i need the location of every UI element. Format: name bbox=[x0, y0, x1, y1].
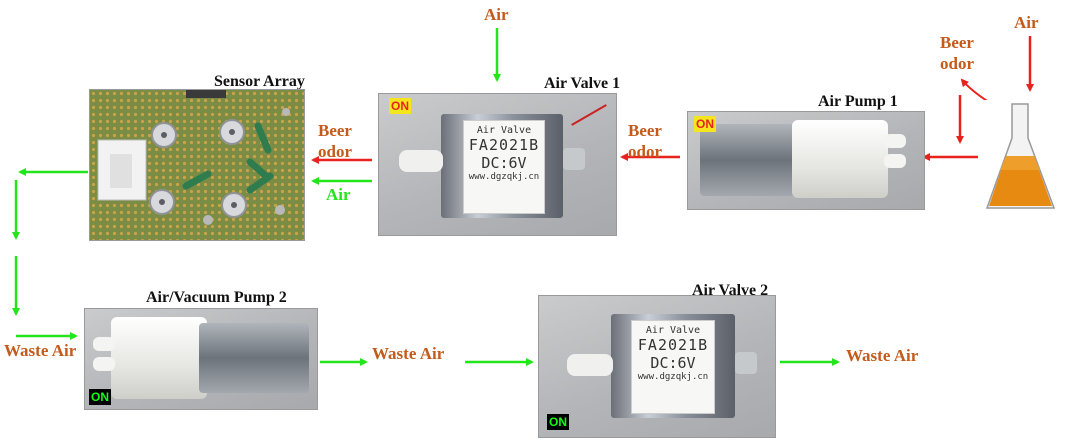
label-waste-air-right: Waste Air bbox=[846, 346, 919, 365]
valve-1-wire bbox=[571, 104, 607, 126]
valve-2-label: Air Valve FA2021B DC:6V www.dgzqkj.cn bbox=[631, 320, 715, 414]
label-waste-air-left: Waste Air bbox=[4, 341, 77, 360]
air-valve-2-title: Air Valve 2 bbox=[692, 282, 769, 299]
valve-1-nozzle bbox=[399, 150, 443, 172]
valve-2-on-badge: ON bbox=[547, 414, 569, 430]
erlenmeyer-flask-graphic bbox=[985, 103, 1056, 209]
sensor-array-photo bbox=[89, 89, 305, 241]
valve-1-plunger bbox=[563, 148, 585, 170]
valve-1-on-badge: ON bbox=[389, 98, 411, 114]
pump-1-port-b bbox=[884, 154, 906, 168]
air-pump-1-title: Air Pump 1 bbox=[818, 93, 898, 110]
sensor-array-title: Sensor Array bbox=[214, 73, 305, 90]
air-valve-1-title: Air Valve 1 bbox=[544, 75, 621, 92]
beer-flask-photo bbox=[982, 100, 1059, 215]
label-air-to-sensor: Air bbox=[326, 185, 351, 204]
valve-2-plunger bbox=[735, 352, 757, 374]
pump-1-on-badge: ON bbox=[694, 116, 716, 132]
sensor-board-graphic bbox=[90, 90, 304, 240]
pump-1-port-a bbox=[884, 134, 906, 148]
valve-2-nozzle bbox=[567, 354, 613, 376]
label-air-flask: Air bbox=[1014, 13, 1039, 32]
pump-2-on-badge: ON bbox=[89, 389, 111, 405]
label-beer-odor-flask: Beer odor bbox=[940, 33, 974, 73]
label-waste-air-middle: Waste Air bbox=[372, 344, 445, 363]
pump-2-head bbox=[111, 317, 207, 399]
label-beer-odor-valve-sensor: Beer odor bbox=[318, 121, 352, 161]
pump-2-port-b bbox=[93, 357, 115, 371]
valve-1-label: Air Valve FA2021B DC:6V www.dgzqkj.cn bbox=[463, 120, 545, 214]
pump-1-head bbox=[792, 120, 888, 198]
air-valve-1-photo: Air Valve FA2021B DC:6V www.dgzqkj.cn ON bbox=[378, 93, 617, 236]
label-beer-odor-pump-valve: Beer odor bbox=[628, 121, 662, 161]
air-vacuum-pump-2-title: Air/Vacuum Pump 2 bbox=[146, 289, 287, 306]
pump-2-port-a bbox=[93, 337, 115, 351]
pump-1-motor bbox=[700, 124, 800, 196]
label-air-top: Air bbox=[484, 5, 509, 24]
pump-2-motor bbox=[199, 323, 309, 393]
air-pump-1-photo: ON bbox=[687, 111, 925, 210]
air-valve-2-photo: Air Valve FA2021B DC:6V www.dgzqkj.cn ON bbox=[538, 295, 776, 438]
air-vacuum-pump-2-photo: ON bbox=[84, 308, 318, 410]
